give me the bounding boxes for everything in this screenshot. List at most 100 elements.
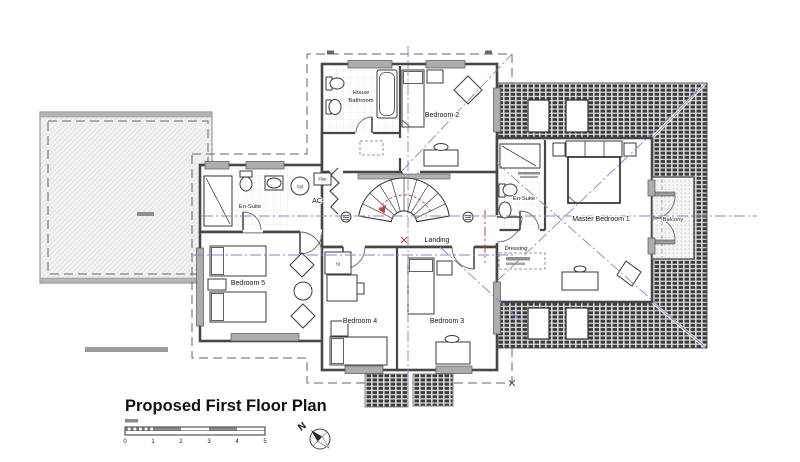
bed-icon <box>565 140 623 204</box>
desk-icon <box>561 265 599 291</box>
desk-icon <box>326 274 365 302</box>
chair-icon <box>616 260 642 287</box>
rooflight <box>527 307 550 340</box>
label-cyl: Cyl <box>297 184 303 189</box>
shower-icon <box>499 143 541 169</box>
footprint-dashed-outline <box>85 50 516 387</box>
rooflight <box>565 307 589 340</box>
label-bedroom5: Bedroom 5 <box>231 280 265 287</box>
wardrobe-outline <box>498 252 546 270</box>
room-bedroom2 <box>401 69 483 167</box>
window <box>245 161 285 170</box>
label-dressing: Dressing <box>505 246 528 252</box>
label-house-bathroom-2: Bathroom <box>348 98 373 104</box>
stair-direction-arrow <box>378 194 431 212</box>
rooflight <box>527 99 550 133</box>
chair-icon <box>289 252 315 278</box>
scale-tick-0: 0 <box>123 439 127 445</box>
window <box>204 161 230 170</box>
nightstand <box>330 320 349 337</box>
bath-icon <box>376 69 398 119</box>
label-ensuite-right: En-Suite <box>513 196 535 202</box>
label-house-bathroom: House <box>353 90 370 96</box>
basin-icon <box>325 99 342 115</box>
nightstand <box>623 142 637 157</box>
basin-icon <box>498 201 512 219</box>
label-landing: Landing <box>425 237 450 244</box>
window <box>435 365 473 374</box>
window <box>493 281 501 335</box>
airing-cupboard <box>290 167 343 215</box>
room-master-bedroom <box>552 140 642 291</box>
bed-icon <box>407 257 435 315</box>
label-bedroom3: Bedroom 3 <box>430 318 464 325</box>
nightstand <box>436 260 453 276</box>
bed-icon <box>401 69 425 128</box>
round-table-icon <box>293 281 313 301</box>
label-st: St <box>336 262 341 267</box>
door-house-bathroom <box>355 116 373 134</box>
north-label: N <box>296 420 308 433</box>
scale-tick-3: 3 <box>207 439 211 445</box>
label-flue: Flue <box>318 177 327 182</box>
label-master-bedroom: Master Bedroom 1 <box>572 216 630 223</box>
label-ac: AC <box>312 198 322 205</box>
setting-out-cross <box>508 379 516 387</box>
door-ensuite-right <box>519 210 540 231</box>
room-bedroom3 <box>407 257 471 365</box>
stairs <box>357 140 451 244</box>
chair-icon <box>453 75 483 105</box>
detector-icon <box>340 211 352 223</box>
flat-roof-dashed-edge <box>47 120 209 275</box>
cylinder-icon <box>290 176 310 196</box>
label-balcony: Balcony <box>663 217 684 223</box>
ground-floor-edge-below <box>85 347 168 352</box>
chair-icon <box>290 303 316 329</box>
room-labels: House Bathroom Bedroom 2 En-Suite AC Cyl… <box>230 89 685 326</box>
dormer-roofs <box>364 373 454 408</box>
landing-symbols <box>340 211 474 223</box>
room-bedroom4 <box>326 274 388 366</box>
scale-tick-1: 1 <box>151 439 155 445</box>
title-block: Proposed First Floor Plan 0 1 2 3 4 5 N <box>123 397 331 450</box>
window <box>347 60 393 69</box>
scale-tick-4: 4 <box>235 439 239 445</box>
window <box>493 87 501 133</box>
room-ensuite-right <box>498 143 541 219</box>
window <box>425 60 466 69</box>
rooflight-over-stairs <box>359 140 384 156</box>
detector-icon <box>462 211 474 223</box>
window <box>647 237 656 255</box>
nightstand <box>207 278 227 291</box>
nightstand <box>426 69 444 84</box>
door-bedroom3 <box>451 246 475 270</box>
door-ensuite-left <box>242 211 262 231</box>
toilet-icon <box>325 76 345 91</box>
toilet-icon <box>239 170 253 192</box>
flue-icon <box>313 172 332 186</box>
bed-icon <box>209 291 267 323</box>
shower-icon <box>203 175 233 227</box>
window <box>230 333 300 342</box>
bed-icon <box>329 336 388 366</box>
scale-tick-5: 5 <box>263 439 267 445</box>
label-bedroom2: Bedroom 2 <box>425 112 459 119</box>
north-arrow: N <box>296 420 331 450</box>
north-needle <box>311 430 322 442</box>
balcony <box>651 176 695 260</box>
room-bedroom5 <box>207 245 316 329</box>
label-ensuite-left: En-Suite <box>239 204 261 210</box>
flat-roof <box>39 111 213 284</box>
drawing-title: Proposed First Floor Plan <box>125 397 327 415</box>
rooflight <box>565 99 589 133</box>
section-cross <box>400 236 408 244</box>
room-house-bathroom <box>325 69 398 119</box>
door-master-corridor <box>496 216 523 243</box>
windows <box>196 60 656 374</box>
scale-bar: 0 1 2 3 4 5 <box>123 426 267 445</box>
centerlines <box>193 46 757 392</box>
window <box>647 179 656 197</box>
label-bedroom4: Bedroom 4 <box>343 318 377 325</box>
